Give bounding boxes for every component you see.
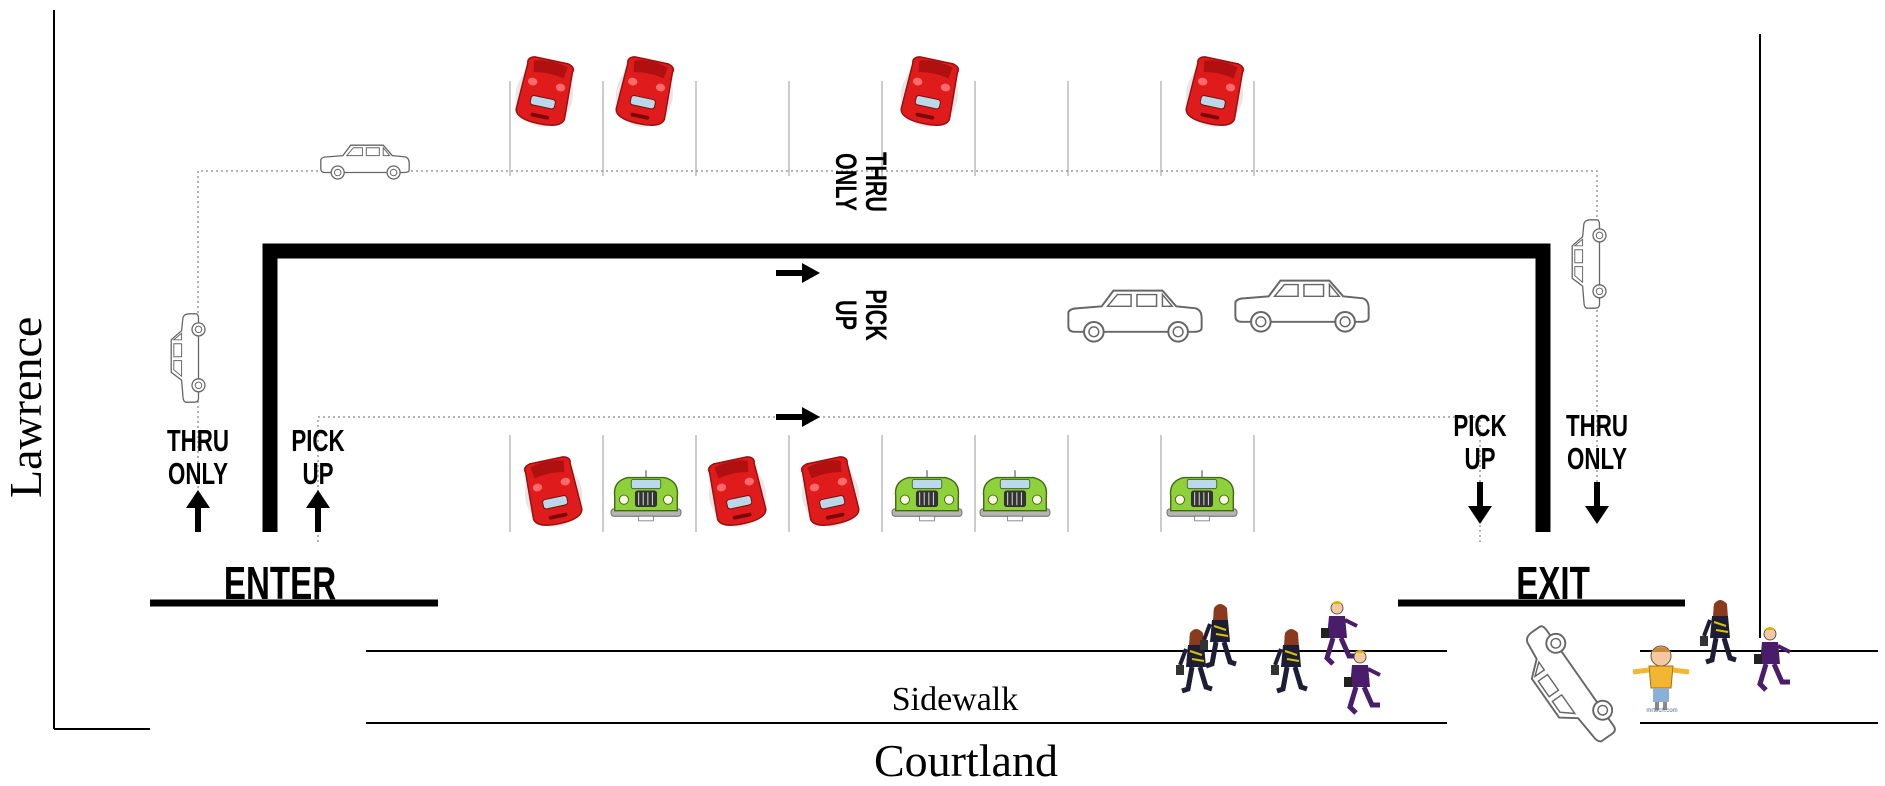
- outline-car-icon: [1234, 279, 1370, 333]
- thru-only-right-label: THRU ONLY: [1561, 410, 1633, 474]
- outline-car-icon: [170, 313, 206, 403]
- pick-up-mid-line2: UP: [829, 299, 862, 331]
- student-icon: [1344, 650, 1380, 713]
- thru-only-left-line1: THRU: [166, 423, 229, 458]
- arrow-up-icon: [186, 490, 210, 532]
- green-car-icon: [610, 469, 682, 522]
- student-icon: [1700, 600, 1736, 662]
- thru-only-top-line2: ONLY: [829, 152, 862, 212]
- pick-up-mid-line1: PICK: [859, 289, 892, 341]
- bottom-parking-stalls: [509, 435, 1255, 532]
- outline-car-icon: [1067, 289, 1203, 343]
- arrow-down-icon: [1468, 482, 1492, 524]
- pick-up-mid-label: PICK UP: [829, 279, 892, 351]
- student-icon: [1271, 629, 1307, 691]
- arrow-right-icon: [776, 263, 820, 283]
- arrow-down-icon: [1585, 482, 1609, 524]
- bottom-parked-cars: [517, 453, 1238, 534]
- sidewalk-lines: [366, 650, 1878, 724]
- lawrence-street-edge: [53, 10, 150, 730]
- courtland-street-label: Courtland: [874, 735, 1058, 786]
- red-car-icon: [894, 53, 966, 134]
- pick-up-right-label: PICK UP: [1444, 410, 1516, 474]
- students: [1176, 600, 1790, 713]
- arrow-right-icon: [776, 407, 820, 427]
- exit-label: EXIT: [1516, 557, 1590, 609]
- red-car-icon: [794, 453, 866, 534]
- thru-only-path: [197, 170, 1598, 488]
- thru-only-top-line1: THRU: [859, 151, 892, 212]
- green-car-icon: [1166, 469, 1238, 522]
- crossing-guard-icon: [1632, 645, 1690, 710]
- outline-cars: [170, 144, 1626, 755]
- pick-up-left-line1: PICK: [291, 423, 345, 458]
- lawrence-street-label: Lawrence: [0, 316, 51, 498]
- pick-up-left-line2: UP: [302, 456, 334, 491]
- enter-label: ENTER: [223, 557, 337, 609]
- thru-only-left-line2: ONLY: [168, 456, 228, 491]
- pick-up-right-line1: PICK: [1453, 408, 1507, 443]
- lane-divider: [262, 243, 1551, 532]
- red-car-icon: [1179, 53, 1251, 134]
- pick-up-left-label: PICK UP: [282, 425, 354, 489]
- thru-only-top-label: THRU ONLY: [829, 146, 892, 218]
- student-icon: [1200, 604, 1236, 666]
- green-car-icon: [891, 469, 963, 522]
- sidewalk-label: Sidewalk: [891, 681, 1019, 718]
- top-parking-stalls: [509, 81, 1255, 176]
- green-car-icon: [979, 469, 1051, 522]
- pick-up-right-line2: UP: [1464, 441, 1496, 476]
- top-parked-cars: [509, 53, 1251, 134]
- outline-car-icon: [1571, 219, 1607, 309]
- pick-up-path: [317, 416, 1481, 542]
- red-car-icon: [609, 53, 681, 134]
- outline-car-icon: [1509, 618, 1626, 755]
- student-icon: [1321, 601, 1357, 664]
- outline-car-icon: [320, 144, 410, 180]
- arrow-up-icon: [306, 490, 330, 532]
- red-car-icon: [517, 453, 589, 534]
- thru-only-right-line1: THRU: [1565, 408, 1628, 443]
- thru-only-right-line2: ONLY: [1567, 441, 1627, 476]
- red-car-icon: [701, 453, 773, 534]
- thru-only-left-label: THRU ONLY: [162, 425, 234, 489]
- red-car-icon: [509, 53, 581, 134]
- logo-text: mrtech.com: [1646, 708, 1678, 714]
